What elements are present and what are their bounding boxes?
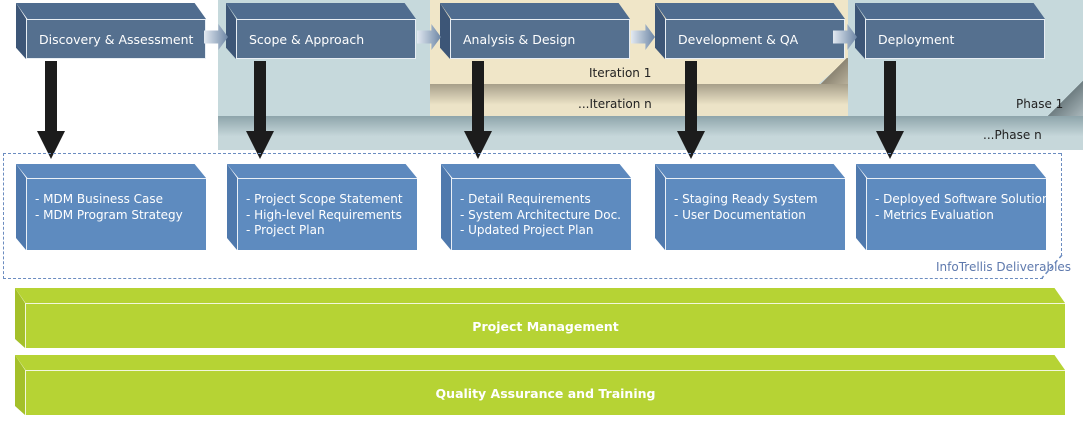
iteration-1-label: Iteration 1 xyxy=(589,66,652,80)
box-side-face xyxy=(227,164,237,250)
down-arrow-icon xyxy=(246,61,274,159)
down-arrow-icon xyxy=(37,61,65,159)
bar-top-face xyxy=(15,355,1065,370)
phase-box-scope: Scope & Approach xyxy=(226,3,416,59)
box-side-face xyxy=(856,164,866,250)
deliverable-item: - Updated Project Plan xyxy=(460,223,594,237)
phase-label: Development & QA xyxy=(665,19,845,59)
deliverable-box: - Detail Requirements - System Architect… xyxy=(441,164,631,250)
deliverable-item: - High-level Requirements xyxy=(246,207,402,222)
deliverable-box: - Project Scope Statement - High-level R… xyxy=(227,164,417,250)
box-top-face xyxy=(227,164,417,178)
deliverables-frame xyxy=(3,153,1061,279)
box-side-face xyxy=(441,164,451,250)
quality-assurance-bar: Quality Assurance and Training xyxy=(15,355,1065,415)
box-top-face xyxy=(440,3,630,19)
box-top-face xyxy=(856,164,1046,178)
phase-box-deployment: Deployment xyxy=(855,3,1045,59)
deliverable-list: - Staging Ready System - User Documentat… xyxy=(665,178,845,250)
deliverable-box: - Deployed Software Solution - Metrics E… xyxy=(856,164,1050,250)
deliverables-frame-right xyxy=(1061,153,1062,256)
deliverables-frame-bottom xyxy=(3,278,1043,279)
iteration-1-panel-edge xyxy=(820,58,848,84)
phase-label: Scope & Approach xyxy=(236,19,416,59)
phase-label: Analysis & Design xyxy=(450,19,630,59)
phase-label: Discovery & Assessment xyxy=(26,19,206,59)
box-top-face xyxy=(855,3,1045,19)
iteration-n-label: ...Iteration n xyxy=(578,97,652,111)
box-top-face xyxy=(441,164,631,178)
box-side-face xyxy=(16,3,26,59)
down-arrow-icon xyxy=(876,61,904,159)
deliverable-item: - Project Scope Statement xyxy=(246,192,403,206)
bar-label: Quality Assurance and Training xyxy=(25,370,1065,415)
deliverable-item: - Staging Ready System xyxy=(674,192,818,206)
down-arrow-icon xyxy=(677,61,705,159)
box-side-face xyxy=(855,3,865,59)
bar-label: Project Management xyxy=(25,303,1065,348)
phase-n-label: ...Phase n xyxy=(983,128,1042,142)
phase-label: Deployment xyxy=(865,19,1045,59)
phase-box-discovery: Discovery & Assessment xyxy=(16,3,206,59)
deliverables-frame-corner xyxy=(1041,254,1063,279)
deliverable-item: - User Documentation xyxy=(674,207,806,222)
iteration-n-panel xyxy=(430,84,848,116)
phase-1-label: Phase 1 xyxy=(1016,97,1064,111)
box-side-face xyxy=(655,3,665,59)
phase-box-development: Development & QA xyxy=(655,3,845,59)
down-arrow-icon xyxy=(464,61,492,159)
box-side-face xyxy=(226,3,236,59)
deliverables-frame-label: InfoTrellis Deliverables xyxy=(936,260,1072,274)
box-top-face xyxy=(655,164,845,178)
bar-side-face xyxy=(15,288,25,348)
deliverable-item: - MDM Program Strategy xyxy=(35,207,183,222)
bar-top-face xyxy=(15,288,1065,303)
deliverable-item: - MDM Business Case xyxy=(35,192,164,206)
box-side-face xyxy=(655,164,665,250)
box-side-face xyxy=(16,164,26,250)
box-top-face xyxy=(226,3,416,19)
box-top-face xyxy=(16,164,206,178)
deliverable-box: - MDM Business Case - MDM Program Strate… xyxy=(16,164,206,250)
deliverable-item: - Project Plan xyxy=(246,223,325,237)
box-side-face xyxy=(440,3,450,59)
phase-n-panel xyxy=(218,116,1083,150)
phase-box-analysis: Analysis & Design xyxy=(440,3,630,59)
project-management-bar: Project Management xyxy=(15,288,1065,348)
box-top-face xyxy=(16,3,206,19)
deliverable-list: - Deployed Software Solution - Metrics E… xyxy=(866,178,1050,250)
deliverable-list: - MDM Business Case - MDM Program Strate… xyxy=(26,178,206,250)
deliverable-item: - Detail Requirements xyxy=(460,192,591,206)
deliverable-box: - Staging Ready System - User Documentat… xyxy=(655,164,845,250)
box-top-face xyxy=(655,3,845,19)
deliverable-list: - Project Scope Statement - High-level R… xyxy=(237,178,417,250)
deliverable-item: - Metrics Evaluation xyxy=(875,207,994,222)
deliverable-list: - Detail Requirements - System Architect… xyxy=(451,178,631,250)
bar-side-face xyxy=(15,355,25,415)
deliverable-item: - Deployed Software Solution xyxy=(875,192,1050,206)
phase-1-panel-edge xyxy=(1048,81,1083,116)
deliverable-item: - System Architecture Doc. xyxy=(460,207,621,222)
